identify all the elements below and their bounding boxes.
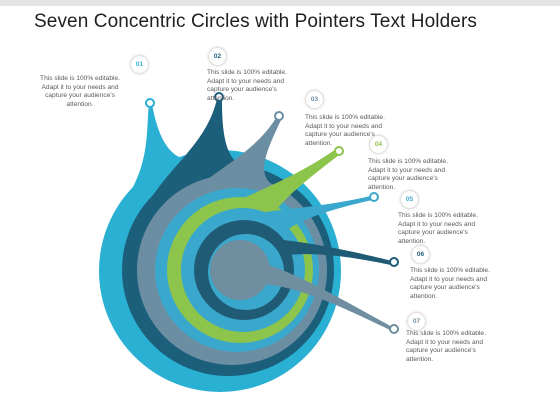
number-badge-5: 05 bbox=[401, 191, 418, 208]
pointer-2-dot bbox=[214, 92, 224, 102]
slide-title: Seven Concentric Circles with Pointers T… bbox=[34, 11, 477, 32]
ring-7-tail bbox=[240, 258, 392, 330]
description-6: This slide is 100% editable. Adapt it to… bbox=[410, 267, 490, 300]
number-badge-7: 07 bbox=[408, 313, 425, 330]
ring-7-circle bbox=[210, 240, 270, 300]
pointer-6-dot bbox=[389, 257, 399, 267]
ring-2-tail bbox=[140, 99, 262, 220]
pointer-3-dot bbox=[274, 111, 284, 121]
description-2: This slide is 100% editable. Adapt it to… bbox=[207, 69, 287, 102]
number-badge-1: 01 bbox=[131, 56, 148, 73]
number-badge-6: 06 bbox=[412, 246, 429, 263]
description-7: This slide is 100% editable. Adapt it to… bbox=[406, 330, 486, 363]
description-4: This slide is 100% editable. Adapt it to… bbox=[368, 158, 448, 191]
description-3: This slide is 100% editable. Adapt it to… bbox=[305, 114, 385, 147]
number-badge-4: 04 bbox=[370, 136, 387, 153]
pointer-1-dot bbox=[145, 98, 155, 108]
ring-4-tail bbox=[190, 149, 339, 225]
description-5: This slide is 100% editable. Adapt it to… bbox=[398, 212, 478, 245]
number-badge-2: 02 bbox=[209, 48, 226, 65]
description-1: This slide is 100% editable. Adapt it to… bbox=[40, 75, 120, 108]
ring-1-tail bbox=[128, 104, 192, 196]
pointer-7-dot bbox=[389, 324, 399, 334]
number-badge-3: 03 bbox=[306, 91, 323, 108]
pointer-4-dot bbox=[334, 146, 344, 156]
top-border bbox=[0, 0, 560, 6]
pointer-5-dot bbox=[369, 192, 379, 202]
ring-7 bbox=[208, 234, 399, 334]
